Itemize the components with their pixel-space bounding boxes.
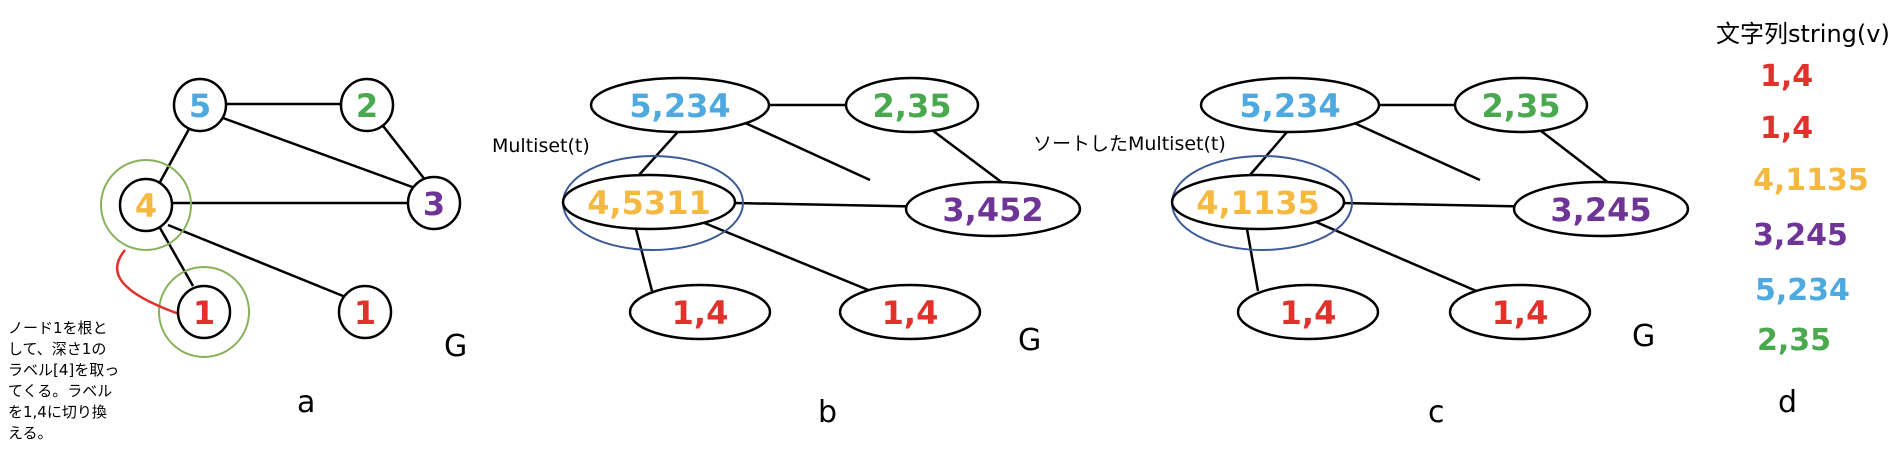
- node-b-3: [904, 180, 1082, 238]
- string-item-4: 3,245: [1753, 218, 1848, 253]
- panel-a-graph-label: G: [444, 329, 467, 364]
- node-c-3: [1512, 180, 1690, 238]
- note-line: ノード1を根と: [8, 319, 108, 337]
- node-a-5-label: 5: [189, 87, 211, 125]
- node-b-3-label: 3,452: [942, 191, 1043, 229]
- ring-a-root: [158, 266, 250, 358]
- node-b-2-label: 2,35: [873, 87, 952, 125]
- note-line: える。: [8, 424, 53, 442]
- node-b-5: [589, 76, 771, 134]
- node-c-2-label: 2,35: [1482, 87, 1561, 125]
- node-a-3: [406, 175, 462, 231]
- panel-d-header: 文字列string(v): [1716, 20, 1890, 48]
- string-item-3: 4,1135: [1753, 163, 1869, 198]
- ring-a-root-neighbor: [100, 159, 192, 251]
- node-b-1b-label: 1,4: [882, 294, 939, 332]
- node-a-1b-label: 1: [354, 294, 376, 332]
- node-c-1b: [1448, 283, 1592, 341]
- panel-c-annotation: ソートしたMultiset(t): [1033, 133, 1226, 155]
- note-line: てくる。ラベル: [8, 382, 113, 400]
- string-item-5: 5,234: [1755, 273, 1850, 308]
- panel-a: [158, 102, 427, 300]
- node-c-5-label: 5,234: [1239, 87, 1340, 125]
- panel-b-annotation: Multiset(t): [492, 135, 590, 157]
- node-a-4: [118, 177, 174, 233]
- panel-a-caption: a: [297, 385, 315, 420]
- node-c-1a: [1236, 283, 1380, 341]
- edge-a-4-1a: [158, 227, 195, 287]
- note-line: を1,4に切り換: [8, 403, 107, 421]
- edge-a-2-3: [379, 121, 427, 182]
- edge-a-5-4: [158, 128, 191, 183]
- node-b-4-label: 4,5311: [587, 184, 710, 222]
- panel-c-caption: c: [1428, 395, 1445, 430]
- node-b-1a: [628, 283, 772, 341]
- string-item-1: 1,4: [1760, 59, 1813, 94]
- node-b-1b: [838, 283, 982, 341]
- note-line: して、深さ1の: [8, 340, 107, 358]
- panel-b-caption: b: [818, 395, 837, 430]
- note-line: ラベル[4]を取っ: [8, 361, 120, 379]
- string-item-2: 1,4: [1760, 111, 1813, 146]
- node-c-2: [1453, 76, 1589, 134]
- node-c-4: [1170, 173, 1346, 231]
- node-c-3-label: 3,245: [1550, 191, 1651, 229]
- node-a-3-label: 3: [423, 185, 445, 223]
- panel-c-graph-label: G: [1632, 319, 1655, 354]
- panel-d-caption: d: [1778, 385, 1797, 420]
- edge-a-4-1b: [167, 223, 349, 300]
- red-link-arrow: [115, 249, 183, 317]
- node-a-1b: [337, 284, 393, 340]
- node-c-1a-label: 1,4: [1280, 294, 1337, 332]
- node-a-1a: [176, 284, 232, 340]
- node-a-4-label: 4: [135, 187, 157, 225]
- node-b-5-label: 5,234: [629, 87, 730, 125]
- node-b-4: [561, 173, 737, 231]
- panel-a-note: ノード1を根と して、深さ1の ラベル[4]を取っ てくる。ラベル を1,4に切…: [8, 318, 158, 444]
- node-c-1b-label: 1,4: [1492, 294, 1549, 332]
- node-a-5: [172, 77, 228, 133]
- node-a-2: [339, 77, 395, 133]
- node-a-2-label: 2: [356, 87, 378, 125]
- string-item-6: 2,35: [1757, 323, 1831, 358]
- node-a-1a-label: 1: [193, 294, 215, 332]
- node-b-1a-label: 1,4: [672, 294, 729, 332]
- node-b-2: [844, 76, 980, 134]
- node-c-5: [1199, 76, 1381, 134]
- panel-b-graph-label: G: [1018, 323, 1041, 358]
- node-c-4-label: 4,1135: [1196, 184, 1319, 222]
- edge-a-5-3: [211, 112, 416, 190]
